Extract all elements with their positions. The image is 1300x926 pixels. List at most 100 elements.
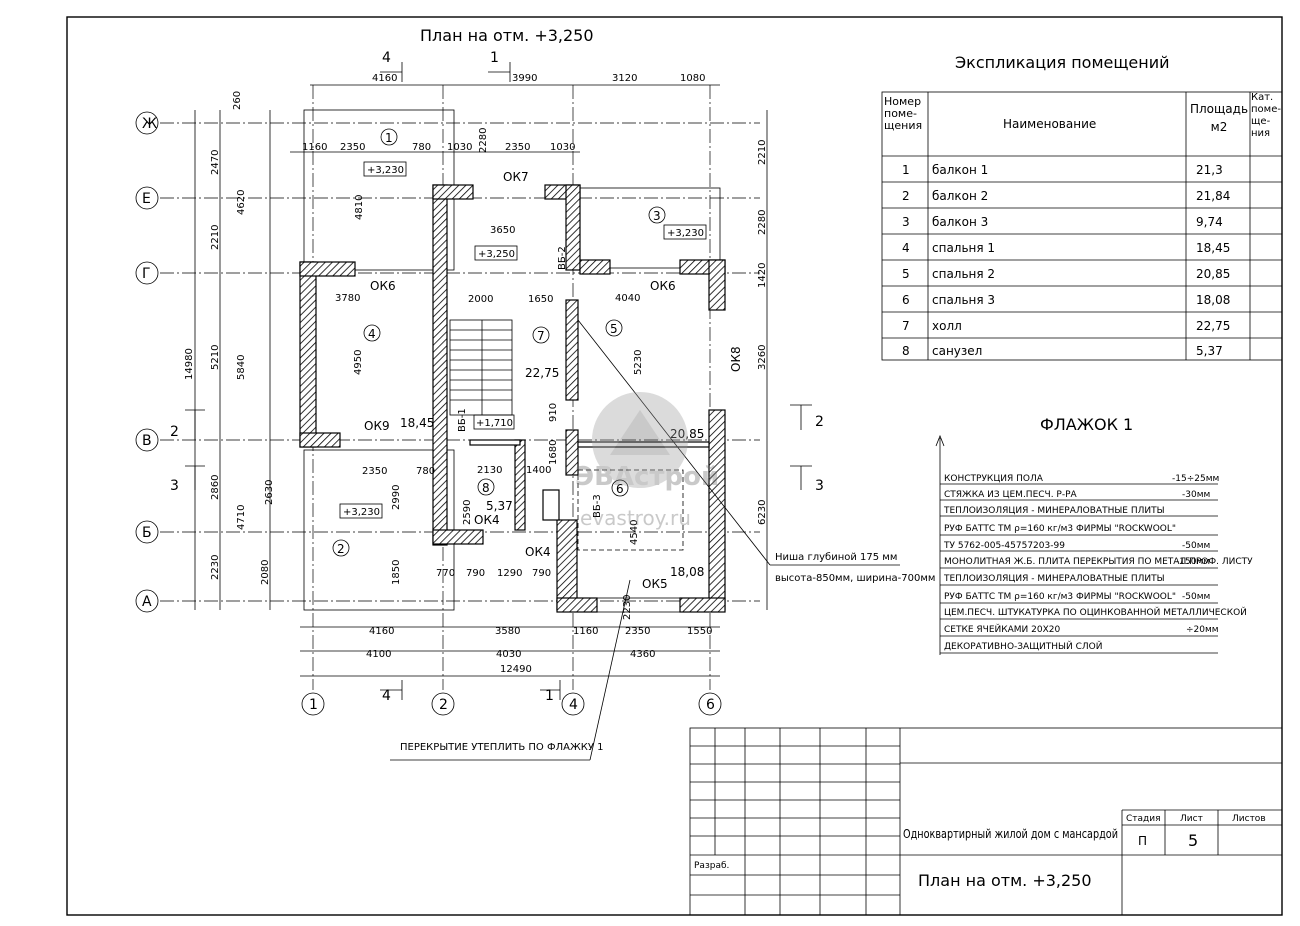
section-mark: 4: [382, 688, 391, 704]
stamp-col-stage: Стадия: [1126, 814, 1161, 824]
dim-text: 4540: [629, 520, 640, 545]
flag-layer: ДЕКОРАТИВНО-ЗАЩИТНЫЙ СЛОЙ: [944, 640, 1102, 652]
dim-text: 910: [548, 403, 559, 422]
axis-label: 4: [569, 697, 578, 713]
dim-text: 4710: [236, 505, 247, 530]
window-label: ОК9: [364, 419, 390, 433]
dim-text: 4810: [354, 195, 365, 220]
dim-text: 4360: [630, 649, 655, 660]
flag-title: ФЛАЖОК 1: [1040, 415, 1133, 434]
window-label: ОК7: [503, 170, 529, 184]
flag-layer: -15÷25мм: [1172, 474, 1219, 484]
window-label: ОК5: [642, 577, 668, 591]
section-mark: 2: [170, 424, 179, 440]
cell: балкон 3: [932, 215, 988, 229]
floor-note: ПЕРЕКРЫТИЕ УТЕПЛИТЬ ПО ФЛАЖКУ 1: [400, 742, 603, 753]
level-mark: +3,230: [667, 228, 704, 239]
cell: 7: [902, 319, 910, 333]
dim-text: 4950: [353, 350, 364, 375]
dim-text: 2130: [477, 465, 502, 476]
dim-text: 2230: [622, 595, 633, 620]
window-label: ОК8: [729, 346, 743, 372]
watermark-text: ЭВАстрой: [575, 462, 719, 492]
dim-text: 2350: [362, 466, 387, 477]
dim-text: 780: [416, 466, 435, 477]
dim-text: 2590: [462, 500, 473, 525]
cell: 20,85: [1196, 267, 1230, 281]
dim-text: 4100: [366, 649, 391, 660]
flag-layer: -50мм: [1182, 592, 1210, 602]
dim-text: 1550: [687, 626, 712, 637]
axis-label: В: [142, 433, 152, 449]
section-mark: 1: [490, 50, 499, 66]
flag-layer: ÷20мм: [1186, 625, 1219, 635]
dim-text: 1850: [391, 560, 402, 585]
window-label: ОК4: [525, 545, 551, 559]
dim-text: 2350: [340, 142, 365, 153]
table-header: Кат. поме- ще- ния: [1251, 92, 1281, 139]
cell: 18,45: [1196, 241, 1230, 255]
table-header: Площадь м2: [1189, 102, 1249, 134]
dim-text: 3120: [612, 73, 637, 84]
axis-lines: [160, 85, 760, 690]
dim-text: 1650: [528, 294, 553, 305]
section-mark: 4: [382, 50, 391, 66]
section-mark: 3: [170, 478, 179, 494]
dim-text: 1290: [497, 568, 522, 579]
walls: [299, 184, 726, 613]
dim-text: 12490: [500, 664, 532, 675]
dim-text: 5230: [633, 350, 644, 375]
stamp-stage: П: [1138, 834, 1147, 848]
room-number: 5: [610, 322, 618, 336]
stair-label: ВБ-1: [457, 408, 468, 432]
room-area: 22,75: [525, 366, 559, 380]
cell: 8: [902, 344, 910, 358]
dim-text: 2000: [468, 294, 493, 305]
dim-text: 2080: [260, 560, 271, 585]
explication-title: Экспликация помещений: [955, 53, 1170, 72]
dim-text: 4160: [372, 73, 397, 84]
section-mark: 1: [545, 688, 554, 704]
watermark-logo: ЭВАстрой evastroy.ru: [575, 392, 719, 530]
flag-layer: ТУ 5762-005-45757203-99: [943, 541, 1065, 551]
flag-layer: -50мм: [1182, 541, 1210, 551]
flag-layer: СТЯЖКА ИЗ ЦЕМ.ПЕСЧ. Р-РА: [944, 490, 1078, 500]
stamp-project: Одноквартирный жилой дом с мансардой: [903, 827, 1118, 841]
cell: санузел: [932, 344, 982, 358]
dim-text: 1160: [573, 626, 598, 637]
room-number: 1: [385, 131, 393, 145]
dim-text: 2210: [757, 140, 768, 165]
stamp-col-sheets: Листов: [1232, 814, 1266, 824]
dim-text: 790: [532, 568, 551, 579]
table-header: Наименование: [1003, 117, 1096, 131]
cell: 1: [902, 163, 910, 177]
axis-label: 1: [309, 697, 318, 713]
room-area: 18,08: [670, 565, 704, 579]
axis-label: 6: [706, 697, 715, 713]
room-number: 4: [368, 327, 376, 341]
cell: балкон 1: [932, 163, 988, 177]
flag-layer: МОНОЛИТНАЯ Ж.Б. ПЛИТА ПЕРЕКРЫТИЯ ПО МЕТА…: [944, 557, 1253, 567]
title-block: [689, 727, 1283, 916]
cell: 6: [902, 293, 910, 307]
axis-bubbles-letters: Ж Е Г В Б А: [135, 111, 159, 613]
window-label: ОК4: [474, 513, 500, 527]
cell: спальня 1: [932, 241, 995, 255]
cell: 2: [902, 189, 910, 203]
cell: 21,3: [1196, 163, 1223, 177]
level-mark: +1,710: [476, 418, 513, 429]
dim-text: 1080: [680, 73, 705, 84]
cell: 22,75: [1196, 319, 1230, 333]
room-number: 2: [337, 542, 345, 556]
cell: 5: [902, 267, 910, 281]
dim-text: 1030: [550, 142, 575, 153]
axis-label: Б: [142, 525, 152, 541]
stamp-sheet: 5: [1188, 831, 1198, 850]
axis-bubbles-numbers: 1 2 4 6: [301, 692, 722, 716]
cell: спальня 3: [932, 293, 995, 307]
flag-layers: [940, 483, 1218, 654]
level-mark: +3,230: [367, 165, 404, 176]
room-number: 8: [482, 481, 490, 495]
room-number: 6: [616, 482, 624, 496]
